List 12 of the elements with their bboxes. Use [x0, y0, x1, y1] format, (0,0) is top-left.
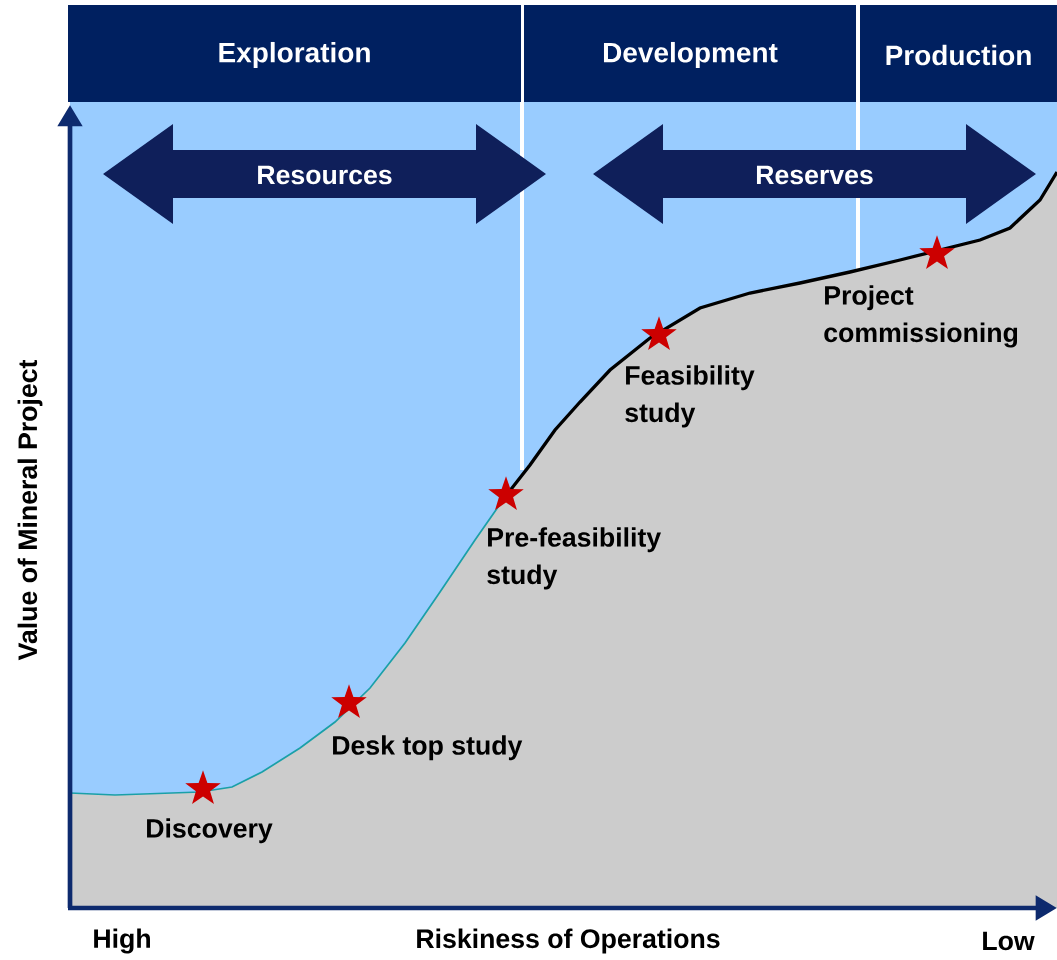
- axis-title: Riskiness of Operations: [417, 928, 720, 954]
- phase-header: Exploration: [68, 5, 521, 102]
- phase-header: Development: [524, 5, 856, 102]
- axis-end-label: Low: [983, 931, 1035, 951]
- milestone-label: Project commissioning: [824, 285, 1018, 348]
- milestone-label: Desk top study: [333, 735, 523, 761]
- axis-end-label: High: [94, 928, 150, 954]
- milestone-label: Feasibility study: [625, 365, 755, 428]
- milestone-label: Discovery: [147, 818, 273, 844]
- milestone-label: Pre-feasibility study: [487, 527, 661, 590]
- axis-title: Value of Mineral Project: [17, 359, 43, 661]
- phase-header: Production: [860, 5, 1057, 102]
